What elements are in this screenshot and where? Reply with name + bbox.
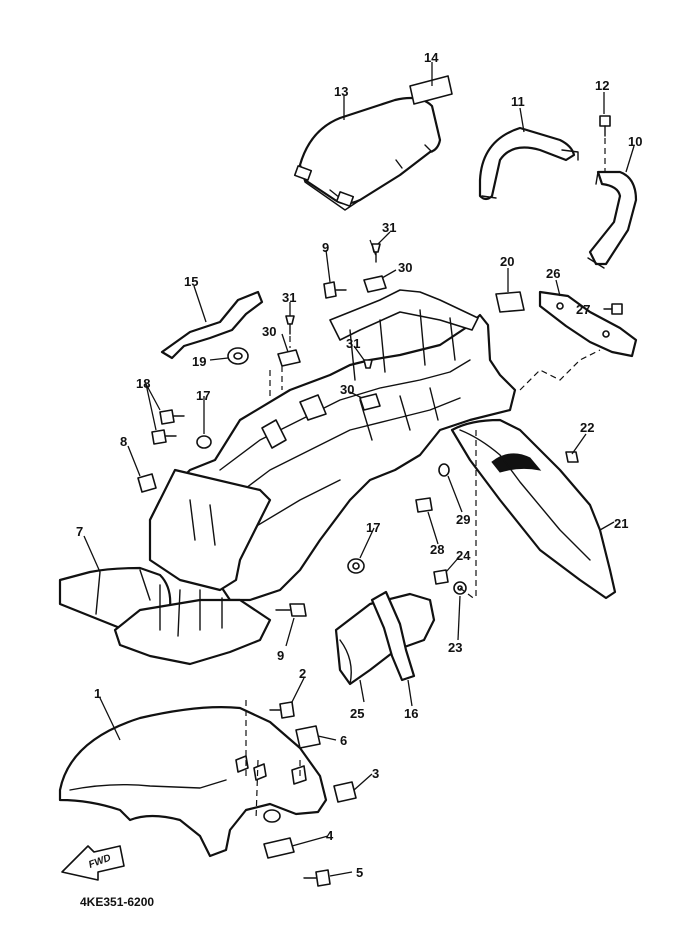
callout-6: 6 (340, 733, 347, 748)
callout-11: 11 (511, 94, 525, 109)
callout-17-upper: 17 (196, 388, 210, 403)
part-2-bolt (269, 701, 295, 719)
callout-9-upper: 9 (322, 240, 329, 255)
part-1-front-fender (58, 706, 328, 858)
callout-28: 28 (430, 542, 444, 557)
callout-3: 3 (372, 766, 379, 781)
part-26-bracket (538, 290, 638, 358)
callout-1: 1 (94, 686, 101, 701)
callout-31-left: 31 (282, 290, 296, 305)
callout-16: 16 (404, 706, 418, 721)
part-10-side-bracket (587, 170, 638, 269)
callout-4: 4 (326, 828, 334, 843)
part-5-bolt (303, 869, 331, 887)
part-15-bracket (160, 290, 264, 360)
callout-23: 23 (448, 640, 462, 655)
callout-17-lower: 17 (366, 520, 380, 535)
part-21-rear-panel (450, 418, 617, 600)
callout-31-top: 31 (382, 220, 396, 235)
callout-14: 14 (424, 50, 439, 65)
callout-30-upper: 30 (398, 260, 412, 275)
callout-30-lower: 30 (340, 382, 354, 397)
callout-24: 24 (456, 548, 471, 563)
part-20-pad (495, 291, 525, 313)
callout-8: 8 (120, 434, 127, 449)
callout-12: 12 (595, 78, 609, 93)
callout-10: 10 (628, 134, 642, 149)
part-16-band (370, 590, 416, 682)
part-27-bolt (603, 303, 623, 315)
callout-22: 22 (580, 420, 594, 435)
callout-2: 2 (299, 666, 306, 681)
fasteners (137, 243, 579, 617)
part-25-flap (334, 592, 436, 686)
part-6-label (295, 725, 321, 749)
assembly-lines (245, 239, 601, 821)
part-14-label (409, 75, 453, 105)
leader-lines (83, 62, 635, 877)
part-4-clamp (263, 809, 295, 859)
callout-5: 5 (356, 865, 363, 880)
callout-31-middle: 31 (346, 336, 360, 351)
diagram-code: 4KE351-6200 (80, 895, 154, 909)
part-13-seat-cowl (293, 96, 442, 211)
fwd-arrow-icon: FWD (61, 845, 125, 881)
callout-20: 20 (500, 254, 514, 269)
part-11-grab-bar (478, 126, 579, 201)
callout-18: 18 (136, 376, 150, 391)
part-19-clamp (227, 347, 249, 365)
callout-19: 19 (192, 354, 206, 369)
callout-21: 21 (614, 516, 628, 531)
callout-26: 26 (546, 266, 560, 281)
callout-30-middle: 30 (262, 324, 276, 339)
callout-labels: 1 2 3 4 5 6 7 8 9 9 10 11 12 13 14 15 16… (76, 50, 642, 880)
callout-29: 29 (456, 512, 470, 527)
callout-15: 15 (184, 274, 198, 289)
callout-25: 25 (350, 706, 364, 721)
callout-27: 27 (576, 302, 590, 317)
callout-7: 7 (76, 524, 83, 539)
callout-9-lower: 9 (277, 648, 284, 663)
callout-13: 13 (334, 84, 348, 99)
rear-box (113, 468, 272, 666)
part-12-bolt (599, 115, 611, 172)
part-3-grommet (333, 781, 357, 803)
